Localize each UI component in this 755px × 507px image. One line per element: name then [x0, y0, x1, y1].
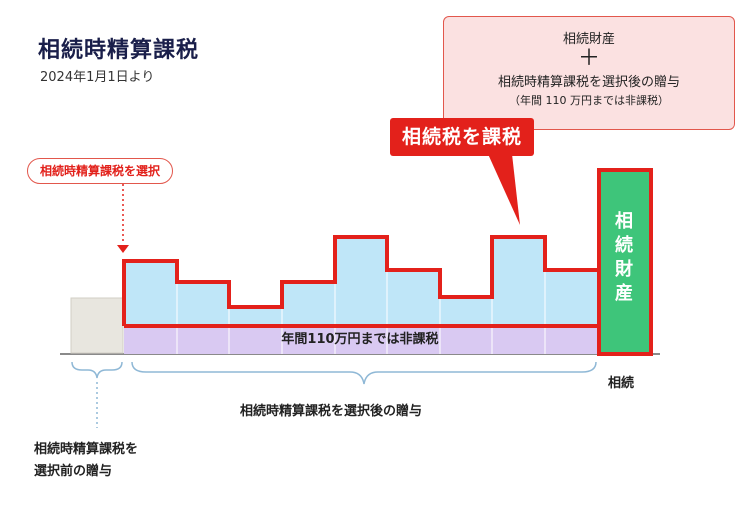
taxable-scope-line3: （年間 110 万円までは非課税） — [509, 94, 669, 107]
gift-bar — [335, 237, 387, 326]
inheritance-block — [597, 168, 653, 356]
non-taxable-band — [124, 326, 598, 354]
inheritance-char: 続 — [615, 235, 633, 256]
page-subtitle: 2024年1月1日より — [40, 70, 155, 85]
taxable-scope-box: 相続財産 ＋ 相続時精算課税を選択後の贈与 （年間 110 万円までは非課税） — [443, 16, 735, 130]
gift-bar — [440, 297, 492, 326]
taxable-outline — [122, 235, 599, 326]
gift-bars — [124, 237, 598, 326]
plus-sign: ＋ — [577, 46, 600, 71]
inheritance-char: 財 — [615, 259, 633, 280]
gift-bar — [545, 270, 598, 326]
inheritance-axis-label: 相続 — [608, 376, 635, 391]
gift-bar — [387, 270, 440, 326]
after-selection-axis-label: 相続時精算課税を選択後の贈与 — [240, 404, 423, 419]
tag-pointer — [488, 154, 520, 225]
gift-bar — [229, 307, 282, 326]
before-selection-label-line2: 選択前の贈与 — [34, 464, 113, 479]
inheritance-tax-tag: 相続税を課税 — [390, 118, 535, 156]
taxable-scope-line1: 相続財産 — [562, 32, 615, 47]
page-title: 相続時精算課税 — [38, 38, 200, 63]
select-pointer-arrow — [117, 245, 129, 253]
before-selection-label-line1: 相続時精算課税を — [34, 442, 139, 457]
non-taxable-band-label: 年間110万円までは非課税 — [281, 332, 439, 347]
inheritance-char: 相 — [615, 211, 633, 232]
brace-before — [71, 361, 123, 379]
gift-bar — [177, 282, 229, 326]
brace-after — [131, 361, 597, 385]
inheritance-char: 産 — [615, 283, 633, 304]
pre-selection-gift-block — [70, 297, 124, 354]
gift-bar — [492, 237, 545, 326]
inheritance-assets-label: 相 続 財 産 — [599, 210, 649, 306]
gift-bar — [124, 261, 177, 326]
taxable-scope-line2: 相続時精算課税を選択後の贈与 — [497, 75, 680, 90]
gift-bar — [282, 282, 335, 326]
select-scheme-pill: 相続時精算課税を選択 — [27, 158, 174, 184]
